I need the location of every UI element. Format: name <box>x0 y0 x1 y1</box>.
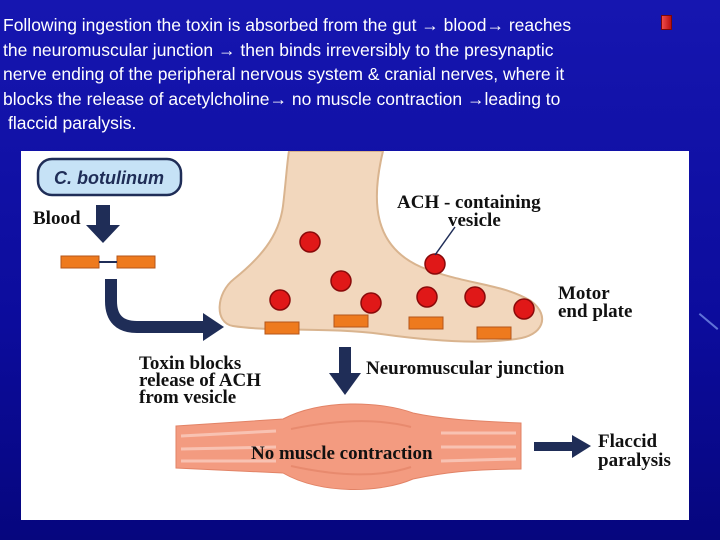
receptor-icon <box>60 255 100 269</box>
intro-line: flaccid paralysis. <box>8 113 137 133</box>
down-arrow-icon <box>86 205 120 243</box>
vesicle-label: ACH - containing vesicle <box>397 192 545 231</box>
motor-end-plate-label: Motor end plate <box>558 283 632 322</box>
organism-box <box>36 157 183 197</box>
receptor-icon <box>408 316 444 330</box>
vesicle-icon <box>424 253 446 275</box>
muscle-fiber <box>175 403 522 490</box>
vesicle-icon <box>360 292 382 314</box>
receptor-icon <box>264 321 300 335</box>
square-bullet-icon <box>661 15 672 30</box>
receptor-icon <box>116 255 156 269</box>
botulism-diagram: C. botulinum Blood <box>21 150 689 520</box>
blood-label: Blood <box>33 208 81 229</box>
decorative-line <box>698 313 719 330</box>
vesicle-icon <box>464 286 486 308</box>
right-arrow-icon <box>534 435 591 458</box>
organism-label: C. botulinum <box>54 168 164 188</box>
paralysis-label: Flaccid paralysis <box>598 431 671 471</box>
receptor-icon <box>333 314 369 328</box>
curved-arrow-icon <box>105 279 224 341</box>
intro-line: Following ingestion the toxin is absorbe… <box>3 15 572 35</box>
vesicle-icon <box>269 289 291 311</box>
vesicle-icon <box>299 231 321 253</box>
intro-line: nerve ending of the peripheral nervous s… <box>3 64 565 84</box>
vesicle-icon <box>330 270 352 292</box>
vesicle-icon <box>513 298 535 320</box>
down-arrow-icon <box>329 347 361 395</box>
muscle-label: No muscle contraction <box>251 443 433 464</box>
intro-line: blocks the release of acetylcholine→ no … <box>3 88 561 109</box>
intro-text: Following ingestion the toxin is absorbe… <box>3 13 658 136</box>
intro-line: the neuromuscular junction → then binds … <box>3 39 554 60</box>
receptor-icon <box>476 326 512 340</box>
nerve-terminal <box>218 150 543 343</box>
vesicle-icon <box>416 286 438 308</box>
junction-label: Neuromuscular junction <box>366 358 565 379</box>
toxin-label: Toxin blocks release of ACH from vesicle <box>139 353 266 408</box>
